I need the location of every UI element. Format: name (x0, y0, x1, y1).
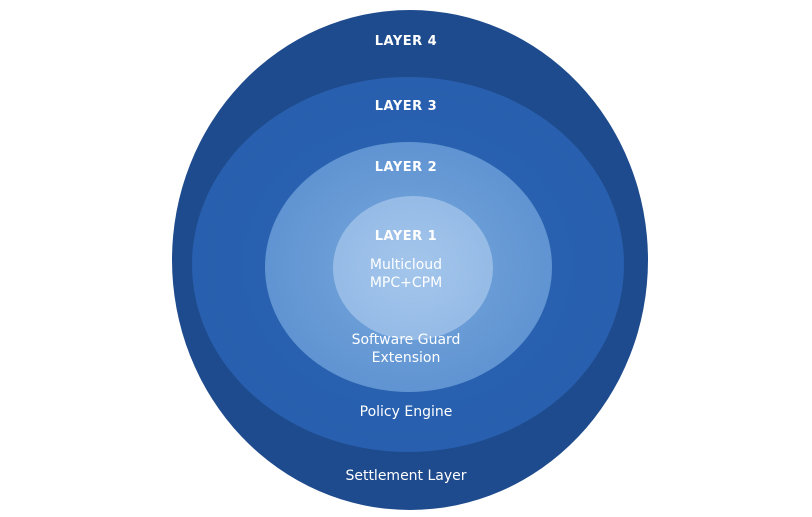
layer-2-description: Software Guard Extension (0, 331, 812, 367)
layer-4-description: Settlement Layer (0, 467, 812, 485)
layer-1-description: Multicloud MPC+CPM (0, 256, 812, 292)
layer-2-description-line: Software Guard (351, 332, 461, 348)
layer-3-description-line: Policy Engine (359, 404, 453, 420)
layer-4-description-line: Settlement Layer (345, 468, 467, 484)
layer-1-description-line: MPC+CPM (369, 275, 443, 291)
layer-3-title: LAYER 3 (374, 99, 438, 114)
layer-2-title: LAYER 2 (374, 160, 438, 175)
layer-3-description: Policy Engine (0, 403, 812, 421)
layer-2-description-line: Extension (371, 350, 441, 366)
layer-1-ring (333, 196, 493, 340)
layer-1-title: LAYER 1 (374, 229, 438, 244)
layer-4-title: LAYER 4 (374, 34, 438, 49)
layer-1-description-line: Multicloud (369, 257, 443, 273)
